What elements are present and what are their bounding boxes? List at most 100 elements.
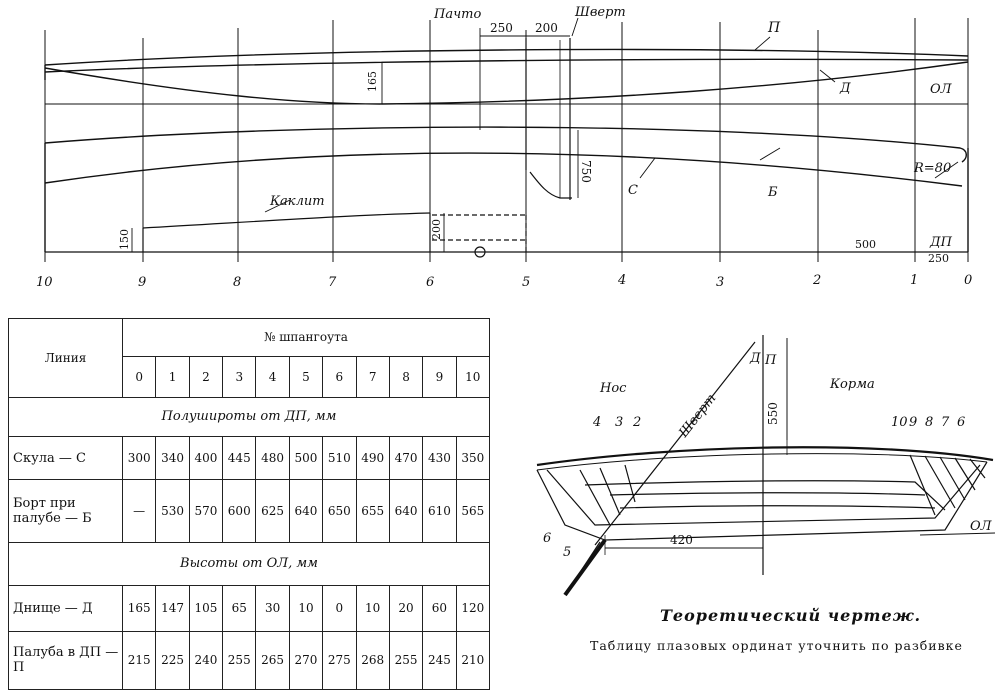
label-ol-body: ОЛ — [970, 519, 993, 534]
table-cell: 30 — [255, 585, 290, 632]
dim-150: 150 — [118, 229, 131, 250]
label-pachto: Пачто — [433, 7, 482, 22]
frame-number: 10 — [455, 355, 491, 398]
station-7: 7 — [328, 275, 337, 290]
offsets-table-wrapper: Линия № шпангоута 0 1 2 3 4 5 6 7 8 9 10… — [8, 318, 491, 691]
frame-number: 4 — [255, 355, 290, 398]
table-cell: 120 — [455, 585, 491, 632]
station-numbers: 10 9 8 7 6 5 4 3 2 1 0 — [36, 273, 972, 290]
station-1: 1 — [910, 273, 918, 288]
dim-250: 250 — [490, 21, 513, 35]
table-cell: 60 — [422, 585, 457, 632]
table-cell: 480 — [255, 435, 290, 481]
label-shvert: Шверт — [574, 5, 626, 20]
bow-station-3: 3 — [615, 415, 623, 430]
label-s: С — [628, 183, 638, 198]
section-row: Высоты от ОЛ, мм — [8, 541, 490, 587]
frame-number: 3 — [222, 355, 257, 398]
frame-number: 8 — [388, 355, 424, 398]
dim-500: 500 — [855, 238, 876, 251]
table-cell: — — [121, 479, 157, 543]
station-3: 3 — [716, 275, 724, 290]
dim-200b: 200 — [430, 219, 443, 240]
station-6: 6 — [426, 275, 434, 290]
frame-number: 1 — [155, 355, 190, 398]
station-10: 10 — [36, 275, 53, 290]
section-row: Полушироты от ДП, мм — [8, 396, 490, 437]
stern-station-8: 8 — [925, 415, 933, 430]
frame-number: 6 — [322, 355, 357, 398]
frame-number-row: 0 1 2 3 4 5 6 7 8 9 10 — [9, 355, 491, 398]
station-4: 4 — [617, 273, 626, 288]
frame-number: 0 — [121, 355, 157, 398]
table-cell: 400 — [188, 435, 224, 481]
table-cell: 245 — [422, 630, 457, 691]
stern-station-6: 6 — [957, 415, 965, 430]
bow-station-4: 4 — [592, 415, 601, 430]
dim-750: 750 — [579, 160, 593, 183]
table-cell: 570 — [188, 479, 224, 543]
table-cell: 255 — [222, 630, 257, 691]
bow-station-5: 5 — [563, 545, 571, 560]
table-cell: 105 — [188, 585, 224, 632]
row-label: Скула — С — [8, 435, 123, 481]
table-cell: 10 — [355, 585, 390, 632]
table-cell: 350 — [455, 435, 491, 481]
table-header-row: Линия № шпангоута — [8, 318, 490, 398]
table-cell: 240 — [188, 630, 224, 691]
dim-250b: 250 — [928, 252, 949, 265]
label-d-body: Д — [749, 351, 761, 366]
table-cell: 300 — [121, 435, 157, 481]
label-dp: ДП — [929, 235, 953, 250]
bow-station-2: 2 — [632, 415, 641, 430]
table-cell: 165 — [121, 585, 157, 632]
body-view-drawing: Нос Корма Шверт Д П ОЛ 550 420 4 3 2 10 … — [536, 335, 995, 597]
dim-165: 165 — [366, 71, 379, 92]
table-cell: 0 — [322, 585, 357, 632]
section-title-heights: Высоты от ОЛ, мм — [8, 541, 490, 587]
table-cell: 275 — [322, 630, 357, 691]
table-cell: 147 — [155, 585, 190, 632]
table-cell: 655 — [355, 479, 390, 543]
label-kaklit: Каклит — [269, 194, 325, 209]
stern-station-10: 10 — [891, 415, 908, 430]
label-radius: R=80 — [913, 161, 951, 176]
label-shvert-body: Шверт — [676, 391, 720, 441]
table-cell: 255 — [388, 630, 424, 691]
label-p: П — [767, 20, 781, 36]
centreboard — [525, 38, 572, 200]
table-cell: 500 — [288, 435, 324, 481]
table-cell: 20 — [388, 585, 424, 632]
label-p-body: П — [764, 353, 777, 368]
table-cell: 490 — [355, 435, 390, 481]
section-title-half-breadths: Полушироты от ДП, мм — [8, 396, 490, 437]
table-cell: 640 — [288, 479, 324, 543]
frame-number: 7 — [355, 355, 390, 398]
frame-header: № шпангоута — [122, 318, 490, 357]
frame-number: 5 — [288, 355, 324, 398]
drawing-caption: Теоретический чертеж. — [660, 606, 922, 625]
table-cell: 340 — [155, 435, 190, 481]
table-cell: 530 — [155, 479, 190, 543]
label-b: Б — [767, 185, 778, 200]
table-cell: 510 — [322, 435, 357, 481]
table-cell: 65 — [222, 585, 257, 632]
table-cell: 225 — [155, 630, 190, 691]
bow-station-6: 6 — [543, 531, 551, 546]
station-5: 5 — [522, 275, 530, 290]
dim-200: 200 — [535, 21, 558, 35]
row-label: Борт при палубе — Б — [8, 479, 123, 543]
label-nos: Нос — [599, 381, 627, 396]
table-cell: 265 — [255, 630, 290, 691]
table-row: Борт при палубе — Б — 530 570 600 625 64… — [8, 479, 491, 543]
table-cell: 640 — [388, 479, 424, 543]
dim-550: 550 — [766, 402, 780, 425]
table-cell: 215 — [121, 630, 157, 691]
table-cell: 430 — [422, 435, 457, 481]
table-row: Днище — Д 165 147 105 65 30 10 0 10 20 6… — [8, 585, 491, 632]
table-cell: 210 — [455, 630, 491, 691]
half-breadth-lines — [44, 126, 969, 253]
keel-piece — [142, 212, 527, 258]
offsets-table: Линия № шпангоута 0 1 2 3 4 5 6 7 8 9 10… — [8, 318, 491, 691]
station-2: 2 — [812, 273, 821, 288]
